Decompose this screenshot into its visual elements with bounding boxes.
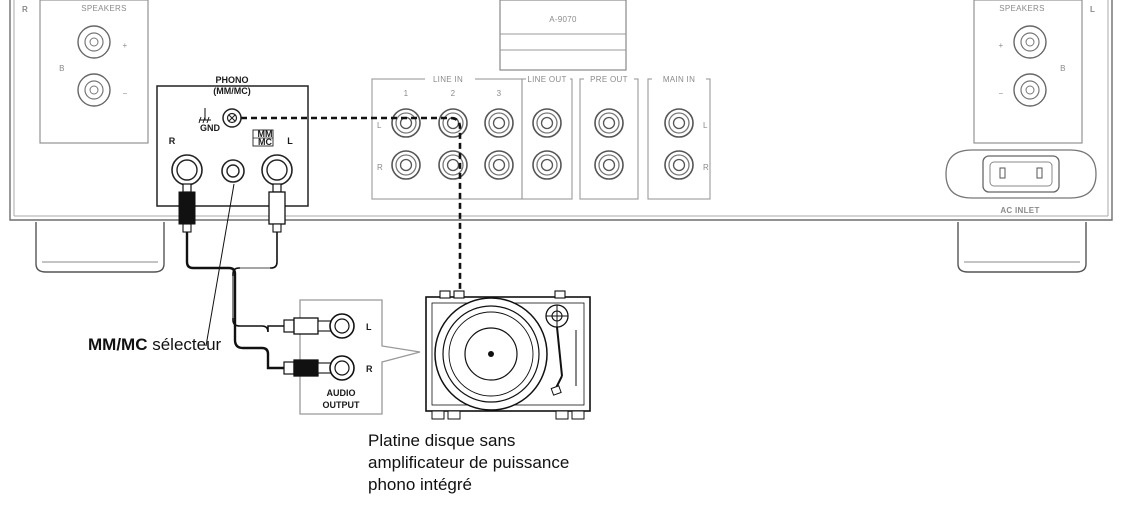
main-in-l-label: L <box>703 121 708 130</box>
mm-mc-selector-switch <box>221 159 245 183</box>
phono-title: PHONO <box>215 75 248 85</box>
ac-inlet: AC INLET <box>945 149 1097 215</box>
model-plate: A-9070 <box>499 0 627 71</box>
line-out-section: LINE OUT <box>521 72 573 200</box>
phono-l-jack <box>261 154 293 186</box>
tonearm <box>545 304 577 396</box>
gnd-label: GND <box>200 123 221 133</box>
line-out-l-jack <box>532 108 562 138</box>
selector-callout-bold: MM/MC <box>88 335 148 354</box>
turntable-plug-l-white <box>283 313 355 339</box>
line-in-label: LINE IN <box>433 75 463 84</box>
speaker-l-plus-label: + <box>999 41 1004 50</box>
mm-mc-selector-callout: MM/MC sélecteur <box>88 334 221 356</box>
speaker-terminals-left-channel: SPEAKERS L + − B <box>973 0 1095 144</box>
phono-subtitle: (MM/MC) <box>213 86 251 96</box>
line-in-section: LINE IN 1 2 3 L R <box>371 72 523 200</box>
line-in-1-l-jack <box>391 108 421 138</box>
pre-out-section: PRE OUT <box>579 72 639 200</box>
phono-r-label: R <box>169 136 176 146</box>
line-in-3-label: 3 <box>497 89 502 98</box>
audio-output-l-label: L <box>366 322 372 332</box>
phono-l-label: L <box>287 136 293 146</box>
main-in-label: MAIN IN <box>663 75 695 84</box>
audio-output-subtitle: OUTPUT <box>323 400 361 410</box>
line-in-2-r-jack <box>438 150 468 180</box>
amplifier-foot-right <box>957 222 1087 273</box>
turntable-caption-line-3: phono intégré <box>368 475 472 494</box>
gnd-terminal <box>222 108 242 128</box>
turntable-audio-output-panel: L R AUDIO OUTPUT <box>283 299 421 415</box>
model-label: A-9070 <box>549 15 577 24</box>
turntable <box>425 290 591 420</box>
mm-label: MM <box>258 129 273 139</box>
speakers-r-word: SPEAKERS <box>81 4 127 13</box>
main-in-r-label: R <box>703 163 709 172</box>
speaker-terminals-right-channel: R SPEAKERS + − B <box>22 0 149 144</box>
turntable-caption: Platine disque sans amplificateur de pui… <box>368 430 569 496</box>
speakers-l-word: SPEAKERS <box>999 4 1045 13</box>
line-in-l-label: L <box>377 121 382 130</box>
amplifier-foot-left <box>35 222 165 273</box>
audio-output-title: AUDIO <box>327 388 356 398</box>
rca-plug-r-black <box>178 183 196 233</box>
amplifier-rear-panel <box>9 0 1113 221</box>
main-in-section: MAIN IN L R <box>647 72 711 200</box>
line-in-r-label: R <box>377 163 383 172</box>
ac-inlet-label: AC INLET <box>1000 206 1039 215</box>
speaker-r-plus-label: + <box>123 41 128 50</box>
turntable-caption-line-2: amplificateur de puissance <box>368 453 570 472</box>
rca-plug-l-white <box>268 183 286 233</box>
speaker-r-minus-label: − <box>123 89 128 98</box>
pre-out-l-jack <box>594 108 624 138</box>
cable-l <box>232 232 284 333</box>
phono-r-jack <box>171 154 203 186</box>
speakers-r-letter: R <box>22 5 28 14</box>
phono-input-section: PHONO (MM/MC) GND MM MC R L <box>156 75 309 207</box>
line-in-2-label: 2 <box>451 89 456 98</box>
main-in-l-jack <box>664 108 694 138</box>
turntable-caption-line-1: Platine disque sans <box>368 431 516 450</box>
cable-r <box>185 232 284 370</box>
ground-wire <box>241 116 462 296</box>
speaker-l-minus-label: − <box>999 89 1004 98</box>
turntable-plug-r-black <box>283 355 355 381</box>
main-in-r-jack <box>664 150 694 180</box>
audio-output-r-label: R <box>366 364 373 374</box>
line-in-1-r-jack <box>391 150 421 180</box>
pre-out-r-jack <box>594 150 624 180</box>
speakers-l-letter: L <box>1090 5 1095 14</box>
selector-callout-rest: sélecteur <box>147 335 222 354</box>
speaker-r-group-label: B <box>59 64 65 73</box>
selector-pointer-line <box>205 183 235 347</box>
line-in-2-l-jack <box>438 108 468 138</box>
mc-label: MC <box>258 137 272 147</box>
line-in-3-l-jack <box>484 108 514 138</box>
speaker-l-group-label: B <box>1060 64 1066 73</box>
pre-out-label: PRE OUT <box>590 75 628 84</box>
ground-icon <box>198 108 211 124</box>
line-in-3-r-jack <box>484 150 514 180</box>
line-out-r-jack <box>532 150 562 180</box>
line-out-label: LINE OUT <box>527 75 566 84</box>
line-in-1-label: 1 <box>404 89 409 98</box>
